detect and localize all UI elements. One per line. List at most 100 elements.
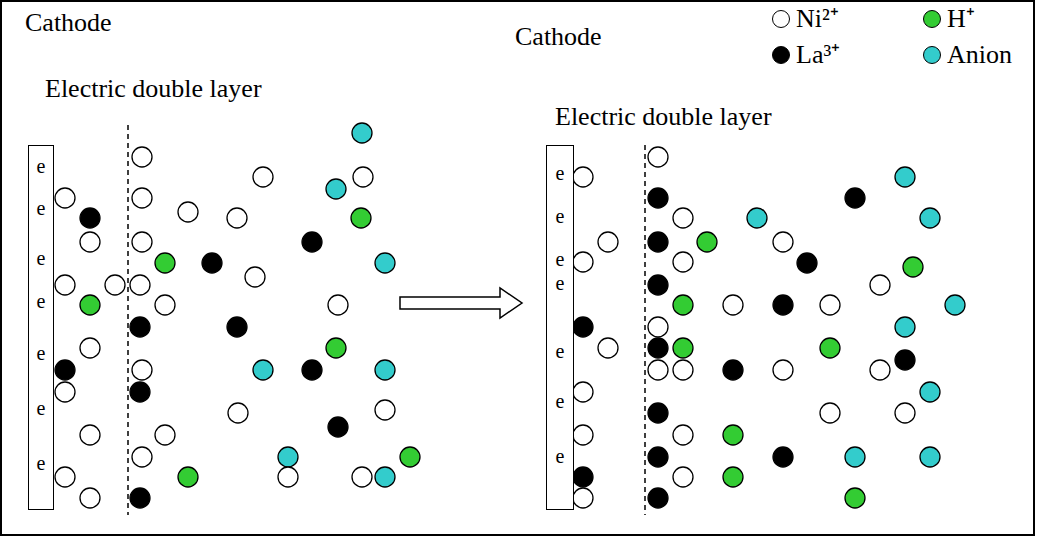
ion-symbol [375, 253, 395, 273]
ion-symbol [326, 179, 346, 199]
legend-item: La³⁺ [772, 42, 840, 68]
ion-symbol [155, 253, 175, 273]
electron-label: e [29, 248, 53, 268]
ion-symbol [648, 317, 668, 337]
ion-symbol [202, 253, 222, 273]
ion-symbol [328, 417, 348, 437]
ion-symbol [648, 338, 668, 358]
electron-label: e [547, 341, 573, 361]
ion-symbol [845, 188, 865, 208]
process-arrow [400, 288, 522, 318]
ion-symbol [80, 295, 100, 315]
ion-symbol [375, 400, 395, 420]
ion-symbol [132, 232, 152, 252]
ion-symbol [253, 167, 273, 187]
legend-text: Anion [947, 42, 1012, 68]
region-label: Electric double layer [45, 76, 262, 102]
ion-symbol [648, 488, 668, 508]
ion-symbol [155, 295, 175, 315]
ion-symbol [132, 188, 152, 208]
ion-symbol [573, 252, 593, 272]
ion-symbol [55, 188, 75, 208]
ion-symbol [773, 360, 793, 380]
cathode-bar: eeeeeee [546, 145, 574, 510]
ion-symbol [573, 167, 593, 187]
ion-symbol [723, 425, 743, 445]
ion-symbol [278, 467, 298, 487]
ion-symbol [773, 295, 793, 315]
legend-item: H⁺ [923, 6, 975, 32]
electron-label: e [547, 249, 573, 269]
ion-symbol [245, 267, 265, 287]
ion-symbol [328, 295, 348, 315]
ion-symbol [723, 295, 743, 315]
ion-symbol [130, 382, 150, 402]
ion-symbol [352, 123, 372, 143]
electron-label: e [29, 291, 53, 311]
electron-label: e [547, 446, 573, 466]
ion-symbol [80, 488, 100, 508]
ion-symbol [155, 425, 175, 445]
ion-symbol [723, 467, 743, 487]
electron-label: e [29, 453, 53, 473]
ion-symbol [820, 338, 840, 358]
ion-symbol [773, 232, 793, 252]
ion-symbol [80, 425, 100, 445]
electron-label: e [547, 391, 573, 411]
electrode-label: Cathode [25, 10, 112, 36]
ion-symbol [648, 188, 668, 208]
ion-symbol [178, 467, 198, 487]
ion-symbol [55, 360, 75, 380]
ion-symbol [945, 295, 965, 315]
legend-text: Ni²⁺ [796, 6, 839, 32]
ion-symbol [673, 252, 693, 272]
ion-symbol [132, 147, 152, 167]
ion-symbol [648, 275, 668, 295]
ion-symbol [253, 360, 273, 380]
legend-swatch [772, 10, 790, 28]
legend-item: Anion [923, 42, 1012, 68]
ion-symbol [920, 208, 940, 228]
ion-symbol [648, 232, 668, 252]
ion-symbol [80, 338, 100, 358]
ion-symbol [820, 295, 840, 315]
ion-symbol [673, 208, 693, 228]
double-layer-boundary [644, 145, 646, 515]
ion-symbol [178, 202, 198, 222]
ion-symbol [326, 338, 346, 358]
legend-text: H⁺ [947, 6, 975, 32]
ion-symbol [895, 350, 915, 370]
legend-text: La³⁺ [796, 42, 840, 68]
ion-symbol [895, 317, 915, 337]
ion-symbol [648, 403, 668, 423]
ion-symbol [227, 208, 247, 228]
ion-symbol [797, 253, 817, 273]
ion-symbol [648, 447, 668, 467]
ion-symbol [870, 360, 890, 380]
legend-swatch [923, 10, 941, 28]
ion-symbol [132, 447, 152, 467]
electron-label: e [547, 206, 573, 226]
ion-symbol [673, 425, 693, 445]
ion-symbol [920, 447, 940, 467]
ion-symbol [375, 467, 395, 487]
ion-symbol [673, 360, 693, 380]
ion-symbol [80, 208, 100, 228]
ion-symbol [228, 403, 248, 423]
ion-symbol [80, 232, 100, 252]
ion-symbol [895, 403, 915, 423]
electron-label: e [29, 398, 53, 418]
electron-label: e [29, 156, 53, 176]
ion-symbol [673, 295, 693, 315]
ion-symbol [673, 467, 693, 487]
ion-symbol [227, 317, 247, 337]
ion-symbol [895, 167, 915, 187]
ion-symbol [375, 360, 395, 380]
legend-swatch [923, 46, 941, 64]
ion-symbol [55, 467, 75, 487]
ion-symbol [920, 382, 940, 402]
ion-symbol [302, 232, 322, 252]
ion-symbol [697, 232, 717, 252]
ion-symbol [820, 403, 840, 423]
